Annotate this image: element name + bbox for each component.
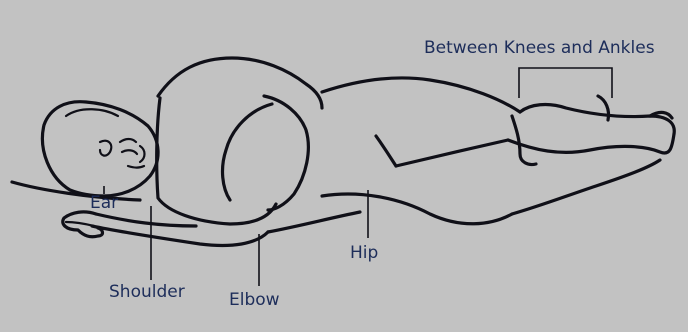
- ear-shape: [100, 141, 111, 156]
- fingers: [66, 222, 94, 226]
- label-knees-ankles: Between Knees and Ankles: [424, 40, 655, 57]
- mattress-line: [268, 212, 360, 232]
- upper-leg-bottom: [508, 134, 674, 153]
- label-ear: Ear: [90, 195, 118, 212]
- mouth: [128, 166, 144, 168]
- lower-arm: [92, 226, 268, 246]
- forearm-top: [223, 104, 272, 200]
- eye-lower: [122, 150, 137, 154]
- head-outline: [42, 102, 158, 196]
- nose: [140, 146, 145, 162]
- back-line: [322, 78, 520, 112]
- thigh-top: [396, 140, 508, 166]
- hip-curve: [376, 136, 396, 166]
- arm-fold: [264, 96, 308, 210]
- knees-ankles-bracket: [519, 68, 612, 98]
- lower-arm-top: [96, 214, 196, 226]
- label-elbow: Elbow: [229, 292, 280, 309]
- label-shoulder: Shoulder: [109, 284, 185, 301]
- belly-line: [322, 194, 512, 224]
- knee-bump: [512, 116, 536, 165]
- torso-top: [158, 58, 322, 108]
- eye-upper: [120, 139, 136, 142]
- hair-line: [66, 109, 118, 116]
- label-hip: Hip: [350, 245, 378, 262]
- upper-leg-top: [520, 105, 674, 134]
- lower-leg: [512, 160, 660, 214]
- upper-arm: [157, 98, 276, 224]
